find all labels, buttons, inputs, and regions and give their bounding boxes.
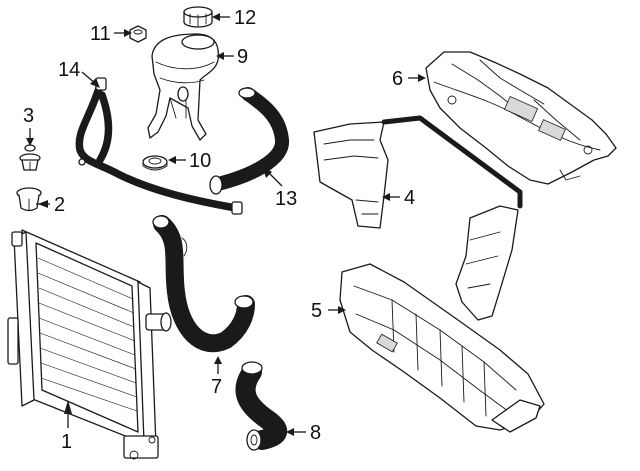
- callout-10-label: 10: [189, 150, 211, 172]
- callout-1-label: 1: [61, 431, 72, 453]
- callout-10: 10: [168, 150, 211, 172]
- callout-12: 12: [212, 7, 256, 29]
- callout-2-label: 2: [54, 194, 65, 216]
- push-clip: [16, 187, 42, 212]
- callout-7-label: 7: [211, 376, 222, 398]
- callout-4: 4: [382, 187, 415, 209]
- callout-1: 1: [61, 400, 72, 453]
- lower-hose: [152, 215, 255, 353]
- callout-2: 2: [36, 194, 65, 216]
- upper-hose: [209, 87, 289, 195]
- short-hose: [235, 361, 287, 451]
- callout-13: 13: [262, 166, 297, 210]
- callout-3: 3: [23, 105, 34, 146]
- rivet: [19, 144, 41, 171]
- upper-air-shroud: [425, 51, 617, 185]
- callout-9: 9: [216, 46, 248, 68]
- callout-3-label: 3: [23, 105, 34, 127]
- callout-5-label: 5: [311, 300, 322, 322]
- grommet: [142, 155, 168, 171]
- callout-8: 8: [286, 422, 321, 444]
- air-duct-bracket: [313, 115, 523, 321]
- callout-7: 7: [211, 356, 222, 398]
- callout-8-label: 8: [310, 422, 321, 444]
- callout-14-label: 14: [58, 59, 80, 81]
- callout-14: 14: [58, 59, 100, 88]
- callout-13-label: 13: [275, 188, 297, 210]
- expansion-tank: [147, 33, 220, 141]
- lower-air-shroud: [339, 263, 545, 433]
- coolant-line: [75, 77, 243, 215]
- reservoir-cap: [183, 6, 213, 28]
- callout-12-label: 12: [234, 7, 256, 29]
- callout-4-label: 4: [404, 187, 415, 209]
- callout-5: 5: [311, 300, 346, 322]
- callout-11-label: 11: [90, 23, 111, 45]
- callout-9-label: 9: [237, 46, 248, 68]
- callout-6: 6: [392, 68, 426, 90]
- radiator: [7, 229, 172, 460]
- callout-6-label: 6: [392, 68, 403, 90]
- callout-11: 11: [90, 23, 132, 45]
- hex-nut: [129, 25, 147, 43]
